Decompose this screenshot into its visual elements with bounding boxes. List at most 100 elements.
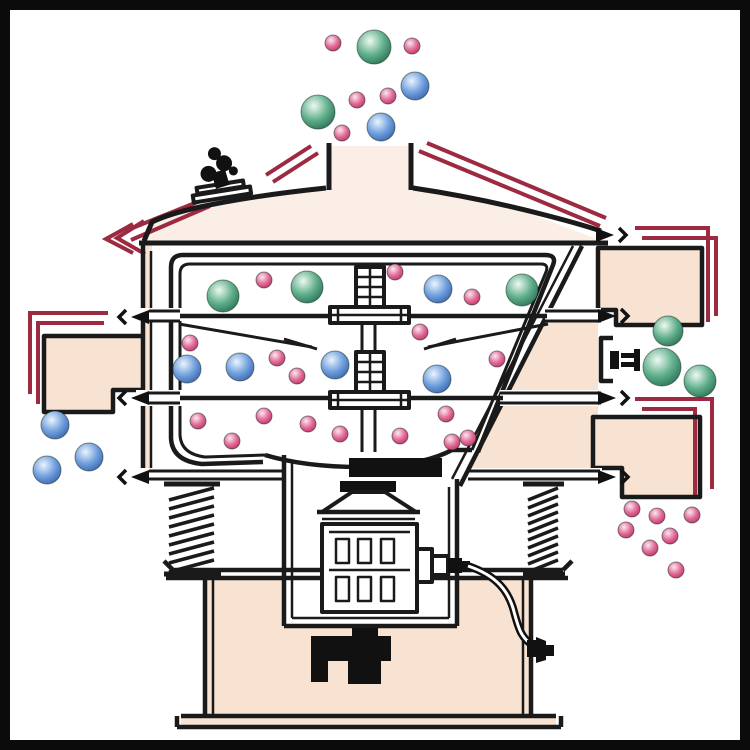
enclosure-walls xyxy=(281,455,460,629)
motor-winding-slot xyxy=(356,575,373,603)
discharge-arrows xyxy=(116,226,631,486)
vibration-mark xyxy=(642,407,697,497)
arrow-chevron xyxy=(619,389,631,407)
vibration-motor xyxy=(317,458,470,614)
arrow-chevron xyxy=(116,308,128,326)
particle-blue xyxy=(172,354,202,384)
vibration-mark xyxy=(418,149,601,228)
particle-pink xyxy=(391,427,409,445)
vibration-mark xyxy=(113,219,146,256)
left-wall-fill xyxy=(143,243,152,471)
arrowhead xyxy=(596,228,614,242)
frame-clamp-bracket xyxy=(598,335,613,384)
base-walls-inner xyxy=(211,578,525,716)
motor-rails xyxy=(329,530,410,572)
particle-green xyxy=(652,315,684,347)
arrow-middle-deck-discharge-left xyxy=(116,389,149,407)
vibration-mark xyxy=(271,151,320,184)
particle-green xyxy=(683,364,717,398)
baffle-v xyxy=(178,322,549,349)
particle-pink xyxy=(683,506,701,524)
left-spout-fill xyxy=(44,336,142,412)
upper-right-discharge-spout xyxy=(595,245,705,328)
vibration-mark xyxy=(426,141,607,220)
particle-pink xyxy=(411,323,429,341)
motor-shaft-step xyxy=(415,547,434,584)
motor-winding-slot xyxy=(379,575,396,603)
particles-feed-stream xyxy=(300,29,430,142)
particles-fines-pan xyxy=(189,405,477,451)
particle-pink xyxy=(617,521,635,539)
motor-enclosure xyxy=(281,455,460,629)
particle-blue xyxy=(366,112,396,142)
particle-blue xyxy=(423,274,453,304)
power-cable-core xyxy=(467,564,535,648)
particles-middle-deck xyxy=(172,323,506,394)
feed-inlet xyxy=(326,143,414,190)
vibration-marks xyxy=(28,141,718,497)
cable-gland xyxy=(448,558,462,573)
base-bottom-flange xyxy=(174,713,564,730)
vibration-mark xyxy=(28,311,108,394)
arrow-chevron xyxy=(116,389,128,407)
power-cable-group xyxy=(466,562,554,663)
weight-leg xyxy=(311,661,328,682)
upper-right-spout-fill xyxy=(598,248,702,325)
particle-pink xyxy=(288,367,306,385)
upper-eccentric-weight xyxy=(349,458,442,477)
clamp-knob-top xyxy=(207,147,221,161)
base-stand xyxy=(162,559,574,730)
particle-pink xyxy=(189,412,207,430)
clamp-knob-nut xyxy=(228,166,238,176)
particle-green xyxy=(642,347,682,387)
particle-green xyxy=(505,273,539,307)
suspension-spring-left xyxy=(164,481,221,577)
cable-gland-cap xyxy=(462,561,470,571)
screen-frame-outer xyxy=(168,252,557,467)
motor-winding-slot xyxy=(334,537,351,565)
arrow-top-deck-discharge-left xyxy=(116,308,149,326)
arrowhead xyxy=(598,309,616,323)
particle-pink xyxy=(331,425,349,443)
cable-connector-plug xyxy=(536,637,546,663)
particle-pink xyxy=(488,350,506,368)
inlet-fill xyxy=(329,146,411,189)
suspension-spring-right xyxy=(523,481,565,577)
weight-stem xyxy=(352,628,378,636)
center-tie-down-upper xyxy=(328,265,411,325)
frame-clamp-bar xyxy=(621,353,636,358)
screen-frame-inner xyxy=(178,262,549,459)
particle-blue xyxy=(40,410,70,440)
particle-pink xyxy=(386,263,404,281)
particle-pink xyxy=(463,288,481,306)
particles-discharge-right-fines xyxy=(617,500,701,579)
lid-band-fill xyxy=(144,188,605,242)
particle-green xyxy=(300,94,336,130)
particle-pink xyxy=(379,87,397,105)
particle-pink xyxy=(443,433,461,451)
particle-blue xyxy=(422,364,452,394)
cross-arm-detail xyxy=(330,307,409,323)
particle-green xyxy=(206,279,240,313)
lower-right-spout-fill xyxy=(593,417,700,497)
lower-right-discharge-spout xyxy=(590,414,703,500)
lid-clamp xyxy=(190,147,254,205)
center-shaft xyxy=(360,323,377,452)
pan-skirt-flange xyxy=(149,469,600,481)
particles-discharge-right-oversize xyxy=(642,315,717,398)
arrow-pan-discharge-right xyxy=(598,468,631,486)
center-tie-down-lower xyxy=(328,350,411,410)
particle-pink xyxy=(459,429,477,447)
screens-and-channels xyxy=(149,309,601,481)
particle-pink xyxy=(641,539,659,557)
arrow-top-deck-discharge-right xyxy=(598,307,631,325)
enclosure-walls-inner xyxy=(290,463,451,620)
particle-pink xyxy=(348,91,366,109)
arrowhead xyxy=(598,470,616,484)
motor-winding-slot xyxy=(334,575,351,603)
cable-connector-tip xyxy=(546,645,554,656)
particle-blue xyxy=(32,455,62,485)
